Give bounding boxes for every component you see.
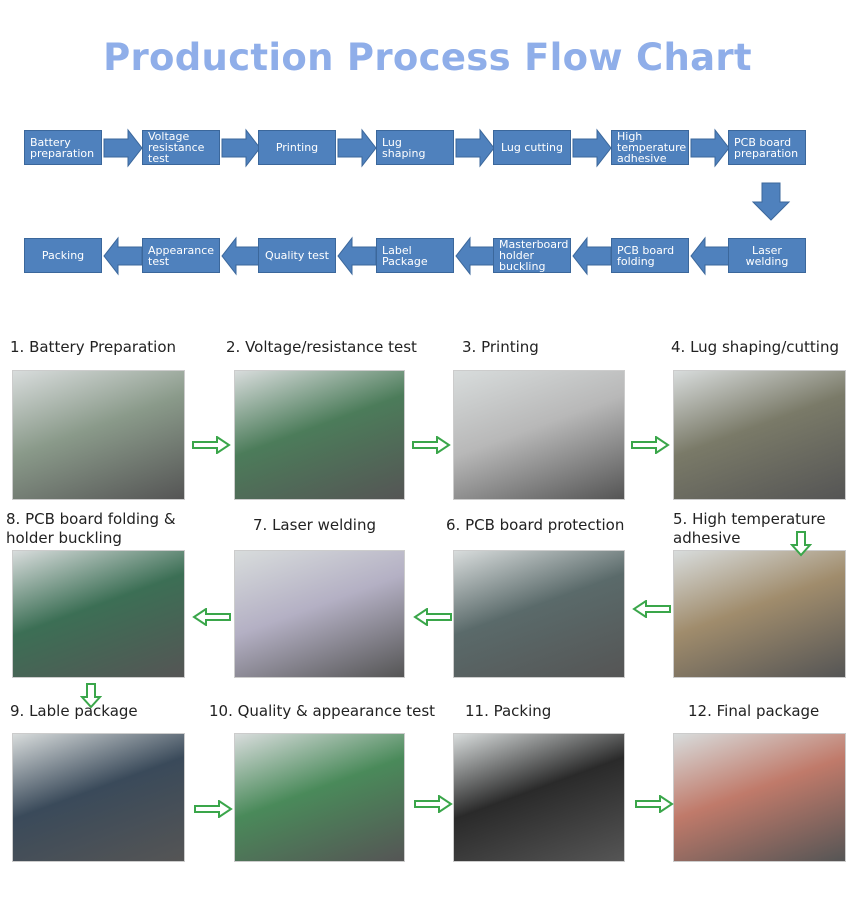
step-photo [673,550,846,678]
step-photo [12,733,185,862]
arrow-right-icon [572,128,612,168]
flow-step: Battery preparation [24,130,102,165]
step-label: 8. PCB board folding & holder buckling [6,510,176,547]
flow-step: Appearance test [142,238,220,273]
step-label: 5. High temperature adhesive [673,510,826,547]
step-photo [12,370,185,500]
step-label: 7. Laser welding [253,516,376,534]
flow-step: PCB board folding [611,238,689,273]
arrow-right-icon [194,800,233,818]
page-title: Production Process Flow Chart [103,36,752,79]
step-label: 3. Printing [462,338,539,356]
step-label: 6. PCB board protection [446,516,625,534]
arrow-left-icon [221,236,261,276]
step-photo [12,550,185,678]
step-photo [234,550,405,678]
flow-step: Label Package [376,238,454,273]
flow-step: High temperature adhesive [611,130,689,165]
arrow-left-icon [103,236,143,276]
step-label: 12. Final package [688,702,820,720]
arrow-left-icon [337,236,377,276]
arrow-left-icon [455,236,495,276]
flow-step: Printing [258,130,336,165]
arrow-down-icon [790,531,812,557]
arrow-left-icon [413,608,452,626]
arrow-down-icon [80,683,102,709]
flow-step: Laser welding [728,238,806,273]
arrow-right-icon [221,128,261,168]
arrow-right-icon [103,128,143,168]
step-photo [673,733,846,862]
arrow-right-icon [337,128,377,168]
step-label: 10. Quality & appearance test [209,702,436,720]
flow-step: Masterboard holder buckling [493,238,571,273]
step-label: 11. Packing [465,702,552,720]
arrow-left-icon [192,608,231,626]
step-photo [453,733,625,862]
step-label: 2. Voltage/resistance test [226,338,417,356]
step-photo [453,550,625,678]
arrow-right-icon [690,128,730,168]
arrow-right-icon [412,436,451,454]
arrow-right-icon [455,128,495,168]
arrow-right-icon [631,436,670,454]
step-photo [234,733,405,862]
step-photo [453,370,625,500]
flow-step: Lug shaping [376,130,454,165]
arrow-left-icon [690,236,730,276]
flow-step: PCB board preparation [728,130,806,165]
arrow-right-icon [635,795,674,813]
flow-step: Quality test [258,238,336,273]
flow-step: Voltage resistance test [142,130,220,165]
step-photo [234,370,405,500]
step-label: 4. Lug shaping/cutting [671,338,839,356]
step-label: 9. Lable package [10,702,138,720]
arrow-down-icon [751,182,791,221]
flow-step: Lug cutting [493,130,571,165]
step-label: 1. Battery Preparation [10,338,177,356]
flow-step: Packing [24,238,102,273]
step-photo [673,370,846,500]
arrow-right-icon [414,795,453,813]
arrow-left-icon [632,600,671,618]
arrow-left-icon [572,236,612,276]
arrow-right-icon [192,436,231,454]
